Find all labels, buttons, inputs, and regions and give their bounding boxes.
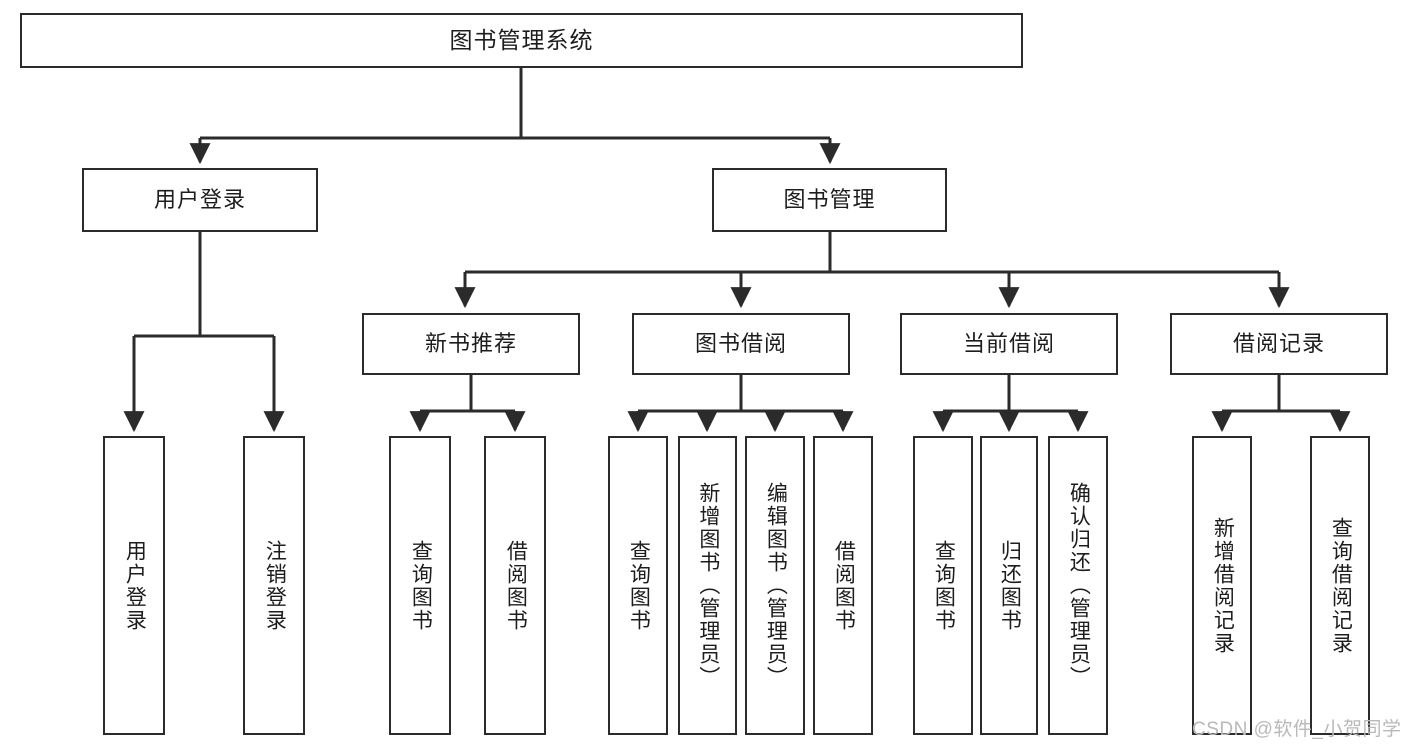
node-user-login[interactable]: 用户登录	[82, 168, 318, 232]
node-label: 查询图书	[932, 539, 956, 632]
node-label: 图书管理	[783, 187, 876, 213]
node-label: 当前借阅	[962, 331, 1055, 357]
node-leaf-return-books[interactable]: 归还图书	[980, 436, 1038, 735]
node-new-book-recommendation[interactable]: 新书推荐	[362, 313, 580, 375]
node-label: 借阅记录	[1232, 331, 1325, 357]
node-leaf-logout[interactable]: 注销登录	[243, 436, 305, 735]
node-borrow-records[interactable]: 借阅记录	[1170, 313, 1388, 375]
node-label: 图书管理系统	[449, 26, 594, 53]
node-label: 归还图书	[998, 539, 1022, 632]
node-leaf-query-borrow-record[interactable]: 查询借阅记录	[1310, 436, 1370, 735]
node-label: 编辑图书（管理员）	[764, 482, 788, 689]
node-book-management[interactable]: 图书管理	[712, 168, 947, 232]
node-leaf-add-book-admin[interactable]: 新增图书（管理员）	[678, 436, 737, 735]
node-label: 新增图书（管理员）	[696, 482, 720, 689]
node-book-management-system[interactable]: 图书管理系统	[20, 13, 1023, 68]
node-leaf-query-books-borrowing[interactable]: 查询图书	[608, 436, 668, 735]
node-leaf-add-borrow-record[interactable]: 新增借阅记录	[1192, 436, 1252, 735]
csdn-watermark: CSDN @软件_小贺同学	[1192, 719, 1402, 740]
node-label: 查询图书	[627, 539, 651, 632]
node-leaf-borrow-books-newbooks[interactable]: 借阅图书	[484, 436, 546, 735]
node-leaf-user-login[interactable]: 用户登录	[103, 436, 165, 735]
node-label: 注销登录	[263, 539, 287, 632]
node-leaf-edit-book-admin[interactable]: 编辑图书（管理员）	[745, 436, 805, 735]
node-label: 图书借阅	[694, 331, 787, 357]
node-label: 用户登录	[153, 187, 246, 213]
node-leaf-confirm-return-admin[interactable]: 确认归还（管理员）	[1048, 436, 1108, 735]
node-label: 确认归还（管理员）	[1067, 482, 1091, 689]
node-label: 查询图书	[409, 539, 433, 632]
node-label: 新书推荐	[424, 331, 517, 357]
node-leaf-query-books-current[interactable]: 查询图书	[913, 436, 973, 735]
node-label: 借阅图书	[504, 539, 528, 632]
node-label: 新增借阅记录	[1211, 516, 1235, 655]
node-label: 用户登录	[123, 539, 147, 632]
node-leaf-query-books-newbooks[interactable]: 查询图书	[389, 436, 451, 735]
node-leaf-borrow-books-borrowing[interactable]: 借阅图书	[813, 436, 873, 735]
node-label: 借阅图书	[832, 539, 856, 632]
node-book-borrowing[interactable]: 图书借阅	[632, 313, 850, 375]
node-label: 查询借阅记录	[1329, 516, 1353, 655]
node-current-borrowing[interactable]: 当前借阅	[900, 313, 1118, 375]
